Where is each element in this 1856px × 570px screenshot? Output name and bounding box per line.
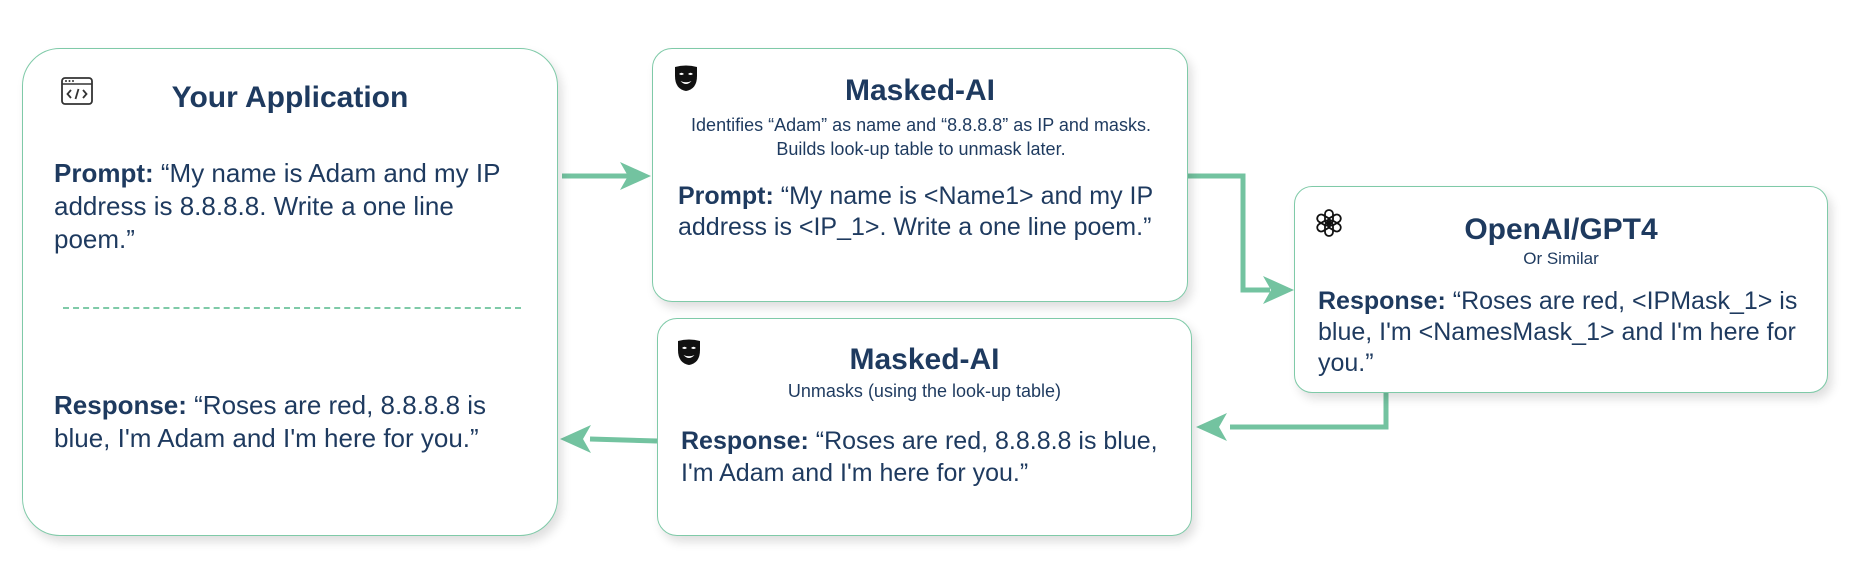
unmasker-box: Masked-AI Unmasks (using the look-up tab… xyxy=(657,318,1192,536)
response-label: Response: xyxy=(1318,287,1446,315)
mask-icon xyxy=(676,338,702,371)
llm-subtitle: Or Similar xyxy=(1523,249,1599,268)
prompt-text: “My name is Adam and my IP address is 8.… xyxy=(54,158,500,254)
openai-logo-icon xyxy=(1313,207,1345,244)
unmasker-response: Response: “Roses are red, 8.8.8.8 is blu… xyxy=(681,425,1171,489)
code-window-icon xyxy=(61,77,93,110)
llm-response: Response: “Roses are red, <IPMask_1> is … xyxy=(1318,286,1813,379)
prompt-label: Prompt: xyxy=(54,158,154,188)
arrow-llm-to-unmasker xyxy=(1230,393,1389,430)
arrowhead-llm-to-unmasker xyxy=(1196,413,1227,441)
prompt-text: “My name is <Name1> and my IP address is… xyxy=(678,182,1153,241)
llm-title: OpenAI/GPT4 xyxy=(1464,213,1658,246)
arrowhead-masker-to-llm xyxy=(1263,276,1294,304)
application-response: Response: “Roses are red, 8.8.8.8 is blu… xyxy=(54,389,534,455)
response-text: “Roses are red, 8.8.8.8 is blue, I'm Ada… xyxy=(54,390,487,453)
masker-prompt: Prompt: “My name is <Name1> and my IP ad… xyxy=(678,181,1168,243)
application-title: Your Application xyxy=(171,81,409,114)
unmasker-title: Masked-AI xyxy=(849,343,1000,376)
section-divider xyxy=(63,307,521,309)
response-text: “Roses are red, 8.8.8.8 is blue, I'm Ada… xyxy=(681,427,1158,487)
arrow-masker-to-llm xyxy=(1188,173,1270,293)
masker-box: Masked-AI Identifies “Adam” as name and … xyxy=(652,48,1188,302)
mask-icon xyxy=(673,64,699,97)
arrowhead-app-to-masker xyxy=(620,162,651,190)
application-box: Your Application Prompt: “My name is Ada… xyxy=(22,48,558,536)
masker-description: Identifies “Adam” as name and “8.8.8.8” … xyxy=(691,115,1151,159)
response-label: Response: xyxy=(681,427,809,455)
prompt-label: Prompt: xyxy=(678,182,774,210)
unmasker-description: Unmasks (using the look-up table) xyxy=(787,381,1062,401)
masker-title: Masked-AI xyxy=(844,74,996,107)
arrow-unmasker-to-app xyxy=(589,436,658,444)
arrowhead-unmasker-to-app xyxy=(560,425,591,453)
response-text: “Roses are red, <IPMask_1> is blue, I'm … xyxy=(1318,287,1798,377)
llm-box: OpenAI/GPT4 Or Similar Response: “Roses … xyxy=(1294,186,1828,393)
application-prompt: Prompt: “My name is Adam and my IP addre… xyxy=(54,157,529,256)
response-label: Response: xyxy=(54,390,187,420)
